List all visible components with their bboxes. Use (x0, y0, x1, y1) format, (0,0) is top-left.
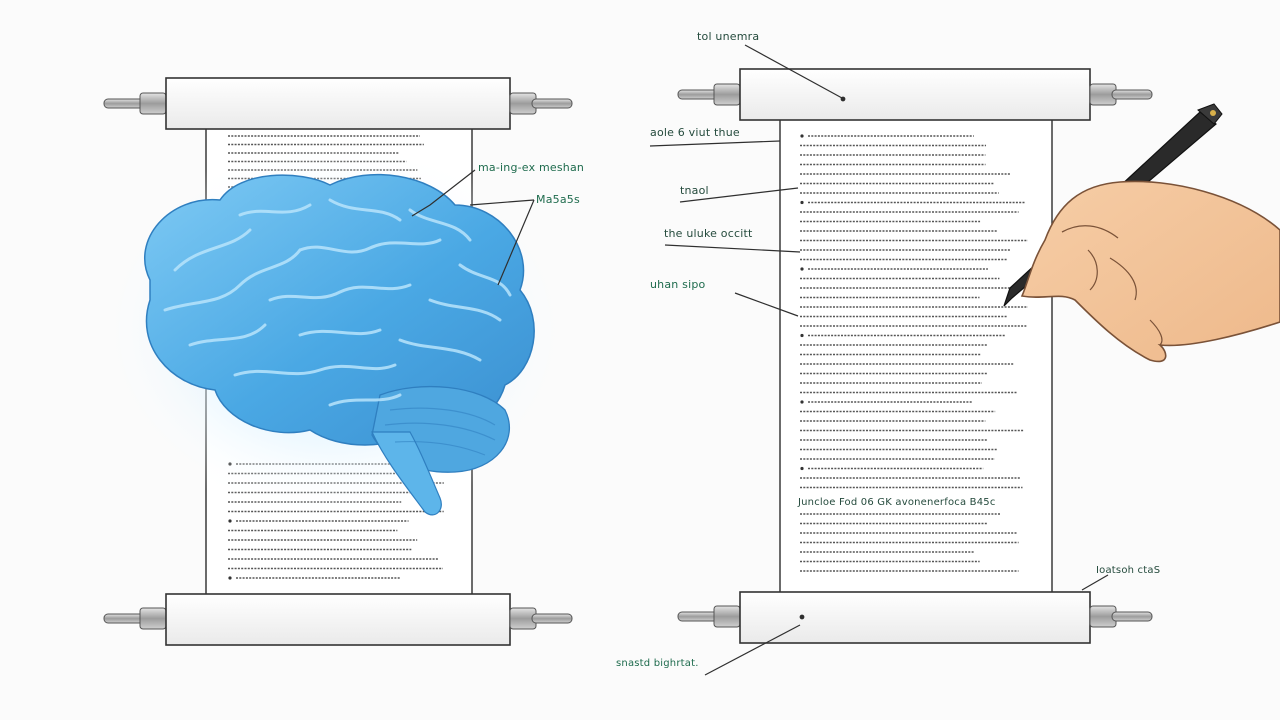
left-scroll-bottom-rod (103, 593, 573, 646)
text-bullet (800, 466, 804, 471)
text-bullet (800, 267, 804, 271)
right-annotation-lines (649, 44, 1109, 676)
right-scroll-bottom-rod (677, 591, 1153, 644)
right-label-top: tol unemra (697, 30, 760, 43)
text-bullet (800, 200, 804, 205)
right-label-bottom: snastd bighrtat. (616, 658, 699, 669)
left-annotation-lines (411, 169, 535, 286)
right-scroll (649, 44, 1280, 676)
right-label-5: Ioatsoh ctaS (1096, 565, 1161, 576)
right-heading-line: Juncloe Fod 06 GK avonenerfoca B45c (798, 497, 996, 508)
right-label-4: uhan sipo (650, 278, 706, 291)
right-scroll-text-lines (800, 134, 1028, 572)
text-bullet (228, 576, 232, 580)
right-label-2: tnaol (680, 184, 709, 197)
right-scroll-top-rod (677, 68, 1153, 121)
text-bullet (228, 519, 232, 523)
brain-icon (95, 140, 575, 520)
text-bullet (800, 333, 804, 338)
right-label-3: the uluke occitt (664, 227, 753, 240)
right-scroll-paper (779, 115, 1053, 597)
left-scroll (95, 77, 575, 646)
left-label-2: Ma5a5s (536, 193, 580, 206)
left-scroll-top-rod (103, 77, 573, 130)
text-bullet (800, 400, 804, 404)
text-bullet (800, 134, 804, 138)
hand-writing-icon (1003, 103, 1280, 363)
right-label-1: aole 6 viut thue (650, 126, 740, 139)
left-label-1: ma-ing-ex meshan (478, 161, 585, 174)
